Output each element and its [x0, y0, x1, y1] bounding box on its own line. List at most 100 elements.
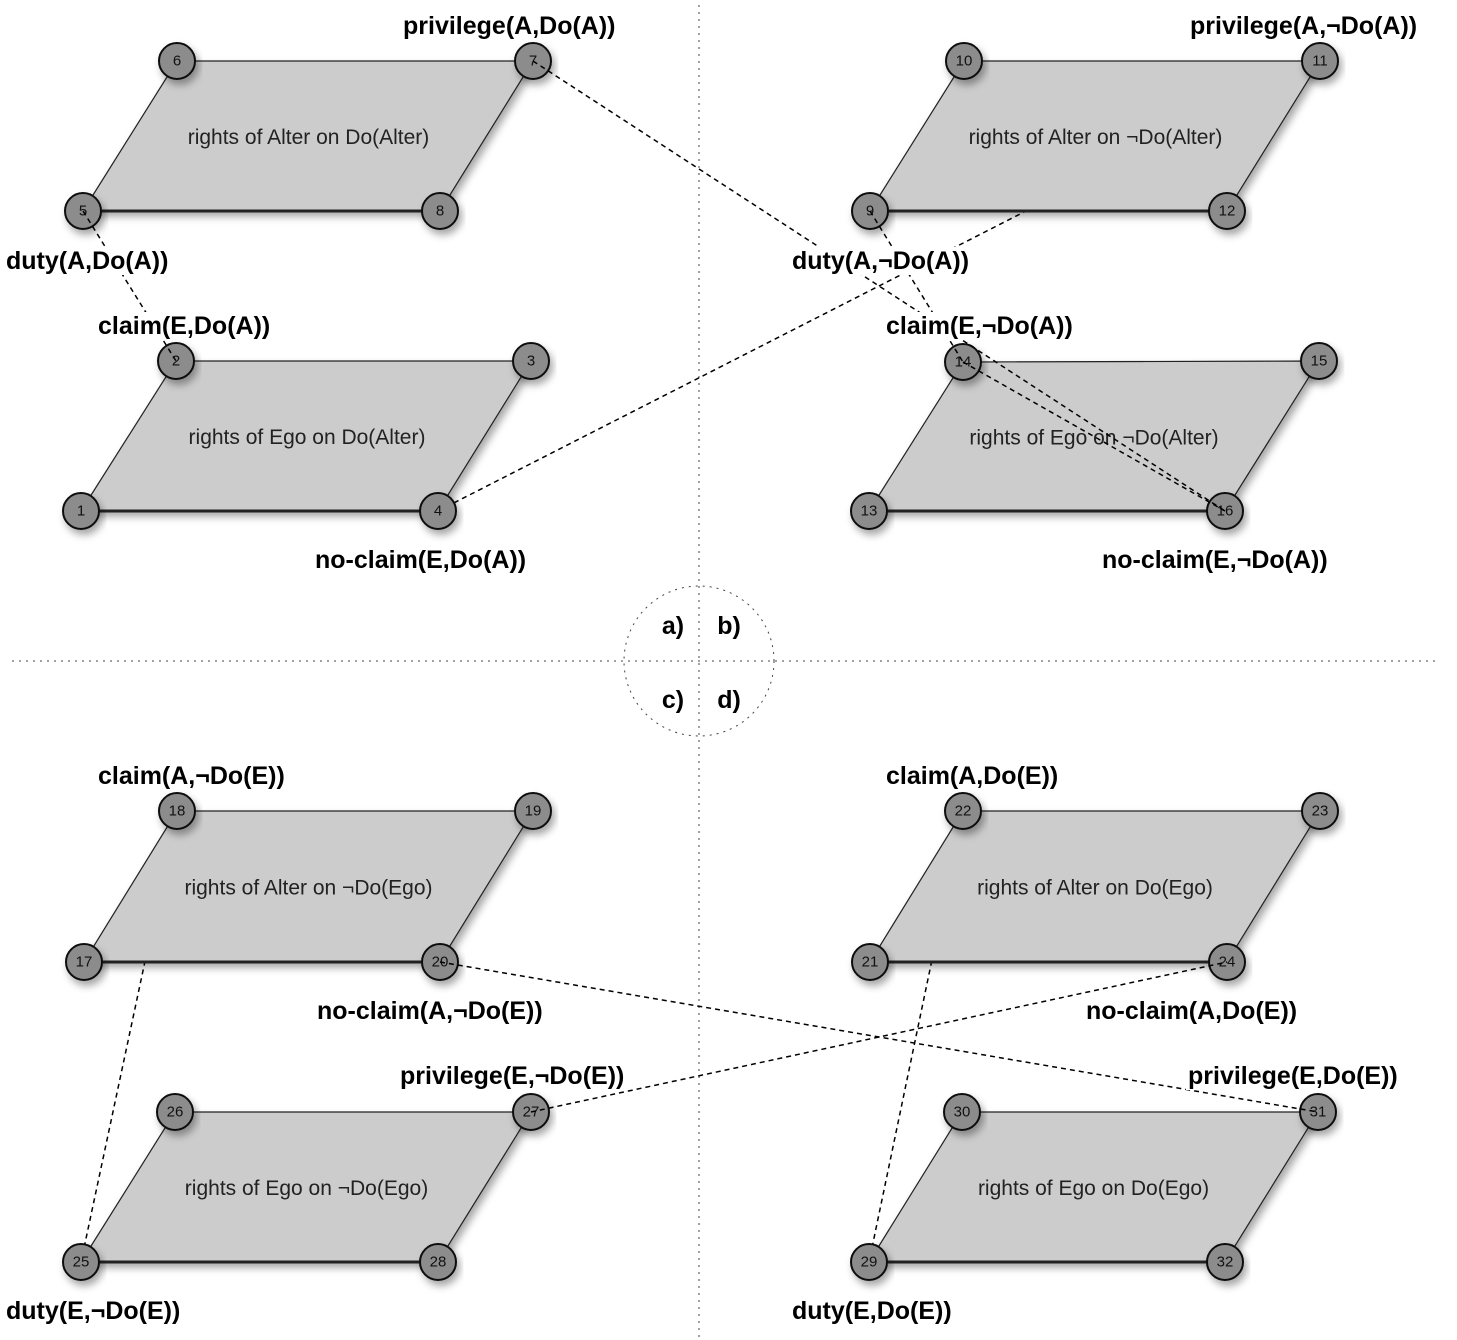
node-number: 10 — [956, 53, 973, 70]
label-text: duty(E,Do(E)) — [792, 1297, 952, 1325]
node-25: 25 — [62, 1243, 100, 1281]
node-28: 28 — [419, 1243, 457, 1281]
node-number: 23 — [1312, 803, 1329, 820]
node-circle — [1301, 42, 1339, 80]
label-claim-a-notdoe: claim(A,¬Do(E)) — [96, 762, 287, 790]
node-19: 19 — [514, 792, 552, 830]
panel-title: rights of Ego on Do(Ego) — [978, 1177, 1209, 1200]
node-23: 23 — [1301, 792, 1339, 830]
label-privilege-a-doa: privilege(A,Do(A)) — [401, 12, 618, 40]
quadrant-a-label: a) — [662, 612, 684, 640]
label-background — [96, 762, 287, 790]
label-text: privilege(E,¬Do(E)) — [400, 1062, 624, 1090]
node-number: 30 — [954, 1104, 971, 1121]
label-duty-e-notdoe: duty(E,¬Do(E)) — [4, 1297, 183, 1325]
label-background — [398, 1062, 627, 1090]
quadrant-b-label: b) — [717, 612, 741, 640]
node-18: 18 — [158, 792, 196, 830]
label-noclaim-e-notdoa: no-claim(E,¬Do(A)) — [1100, 546, 1330, 574]
node-circle — [943, 1093, 981, 1131]
node-15: 15 — [1300, 342, 1338, 380]
node-circle — [62, 1243, 100, 1281]
node-circle — [1301, 792, 1339, 830]
label-text: no-claim(A,¬Do(E)) — [317, 997, 543, 1025]
node-circle — [850, 1243, 888, 1281]
node-number: 11 — [1312, 53, 1328, 70]
node-circle — [62, 492, 100, 530]
node-circle — [1206, 1243, 1244, 1281]
node-number: 6 — [173, 53, 181, 70]
node-circle — [944, 792, 982, 830]
label-duty-a-notdoa: duty(A,¬Do(A)) — [790, 247, 972, 275]
node-number: 31 — [1310, 1104, 1327, 1121]
node-number: 3 — [527, 353, 535, 370]
label-text: claim(A,Do(E)) — [886, 762, 1058, 790]
node-31: 31 — [1299, 1093, 1337, 1131]
label-text: duty(A,Do(A)) — [6, 247, 168, 275]
label-duty-a-doa: duty(A,Do(A)) — [4, 247, 171, 275]
node-6: 6 — [158, 42, 196, 80]
panel-title: rights of Alter on Do(Alter) — [188, 126, 430, 149]
label-background — [401, 12, 618, 40]
node-21: 21 — [851, 943, 889, 981]
node-number: 15 — [1311, 353, 1328, 370]
quadrant-c-label: c) — [662, 686, 684, 714]
label-claim-e-notdoa: claim(E,¬Do(A)) — [884, 312, 1075, 340]
label-claim-a-doe: claim(A,Do(E)) — [884, 762, 1061, 790]
label-text: duty(E,¬Do(E)) — [6, 1297, 180, 1325]
panel-title: rights of Alter on Do(Ego) — [977, 877, 1213, 900]
quadrant-d-label: d) — [717, 686, 741, 714]
node-number: 19 — [525, 803, 542, 820]
node-number: 26 — [167, 1104, 184, 1121]
label-noclaim-a-notdoe: no-claim(A,¬Do(E)) — [315, 997, 545, 1025]
quadrant-dividers: a) b) c) d) — [12, 5, 1440, 1338]
label-text: no-claim(A,Do(E)) — [1086, 997, 1297, 1025]
label-text: claim(E,Do(A)) — [98, 312, 270, 340]
label-privilege-e-doe: privilege(E,Do(E)) — [1186, 1062, 1400, 1090]
node-circle — [419, 492, 457, 530]
node-circle — [1299, 1093, 1337, 1131]
label-background — [4, 1297, 183, 1325]
label-background — [884, 312, 1075, 340]
node-circle — [65, 943, 103, 981]
node-number: 13 — [861, 503, 878, 520]
node-circle — [1300, 342, 1338, 380]
label-text: claim(E,¬Do(A)) — [886, 312, 1073, 340]
link-7-16 — [532, 60, 1226, 512]
label-background — [315, 997, 545, 1025]
panel-title: rights of Ego on ¬Do(Alter) — [969, 427, 1218, 450]
panel-title: rights of Alter on ¬Do(Ego) — [184, 877, 432, 900]
label-background — [1100, 546, 1330, 574]
node-13: 13 — [850, 492, 888, 530]
node-circle — [421, 192, 459, 230]
node-3: 3 — [512, 342, 550, 380]
label-claim-e-doa: claim(E,Do(A)) — [96, 312, 273, 340]
node-circle — [158, 42, 196, 80]
node-circle — [945, 42, 983, 80]
label-background — [4, 247, 171, 275]
node-number: 21 — [862, 954, 879, 971]
node-22: 22 — [944, 792, 982, 830]
node-circle — [850, 492, 888, 530]
node-circle — [514, 792, 552, 830]
label-noclaim-a-doe: no-claim(A,Do(E)) — [1084, 997, 1300, 1025]
label-duty-e-doe: duty(E,Do(E)) — [790, 1297, 954, 1325]
node-number: 32 — [1217, 1254, 1234, 1271]
label-text: no-claim(E,¬Do(A)) — [1102, 546, 1328, 574]
label-text: privilege(E,Do(E)) — [1188, 1062, 1398, 1090]
label-background — [790, 247, 972, 275]
node-1: 1 — [62, 492, 100, 530]
node-number: 17 — [76, 954, 93, 971]
label-background — [790, 1297, 954, 1325]
node-2: 2 — [157, 342, 195, 380]
link-4-11 — [437, 60, 1321, 512]
label-background — [884, 762, 1061, 790]
